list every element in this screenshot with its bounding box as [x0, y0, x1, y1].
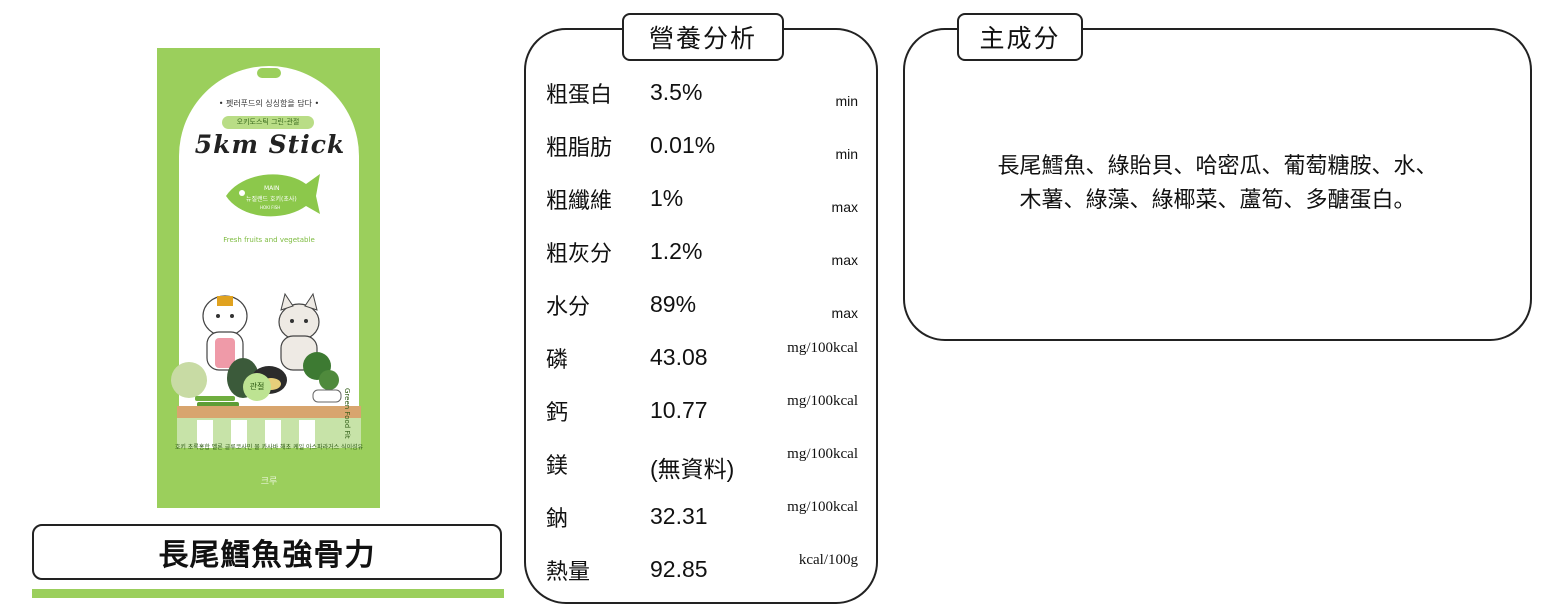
nutrition-value: 10.77	[650, 397, 708, 423]
nutrition-unit: mg/100kcal	[787, 499, 858, 515]
nutrition-value: 3.5%	[650, 79, 703, 105]
nutrition-label: 鈉	[546, 507, 569, 532]
nutrition-unit: mg/100kcal	[787, 446, 858, 462]
nutrition-row: 磷 43.08 mg/100kcal	[546, 340, 858, 382]
nutrition-title: 營養分析	[622, 13, 784, 61]
ingredients-line: 長尾鱈魚、綠貽貝、哈密瓜、葡萄糖胺、水、	[997, 154, 1438, 179]
package-subtag: 오키도스틱 그린-관절	[222, 116, 314, 129]
fish-sub-text: HOKI FISH	[260, 205, 280, 210]
nutrition-label: 粗脂肪	[546, 136, 613, 161]
package-brand: 5km Stick	[194, 130, 346, 159]
package-hang-hole	[257, 68, 281, 78]
nutrition-label: 熱量	[546, 560, 591, 585]
nutrition-value: (無資料)	[650, 456, 735, 482]
nutrition-value: 89%	[650, 291, 697, 317]
nutrition-label: 粗灰分	[546, 242, 613, 267]
package-flavor-badge: 관절	[243, 373, 271, 401]
nutrition-row: 鈉 32.31 mg/100kcal	[546, 499, 858, 541]
fish-icon: MAIN 뉴질랜드 호키(초사) HOKI FISH	[226, 174, 320, 217]
package-bottom-text: 호키 초록홍합 멜론 글루코사민 물 카사바 해초 케일 아스파라거스 식이섬유	[174, 444, 364, 451]
nutrition-unit: max	[831, 305, 858, 321]
nutrition-row: 粗脂肪 0.01% min	[546, 130, 858, 170]
nutrition-label: 磷	[546, 348, 569, 373]
fish-name-text: 뉴질랜드 호키(초사)	[246, 195, 297, 203]
nutrition-unit: min	[835, 146, 858, 162]
nutrition-value: 1%	[650, 185, 684, 211]
nutrition-row: 粗纖維 1% max	[546, 183, 858, 223]
package-maker-logo: 크루	[260, 477, 278, 487]
nutrition-unit: kcal/100g	[798, 552, 858, 568]
product-name-box: 長尾鱈魚強骨力	[32, 524, 502, 580]
nutrition-label: 鎂	[546, 454, 569, 479]
nutrition-row: 鎂 (無資料) mg/100kcal	[546, 446, 858, 488]
nutrition-label: 鈣	[546, 401, 569, 426]
nutrition-value: 32.31	[650, 503, 708, 529]
nutrition-row: 熱量 92.85 kcal/100g	[546, 552, 858, 594]
nutrition-label: 粗蛋白	[546, 83, 613, 108]
food-scene-illustration	[171, 292, 361, 448]
ingredients-title: 主成分	[957, 13, 1083, 61]
nutrition-row: 粗蛋白 3.5% min	[546, 77, 858, 117]
fish-main-label: MAIN	[264, 185, 280, 192]
nutrition-row: 鈣 10.77 mg/100kcal	[546, 393, 858, 435]
ingredients-line: 木薯、綠藻、綠椰菜、蘆筍、多醣蛋白。	[1019, 188, 1416, 213]
nutrition-value: 1.2%	[650, 238, 703, 264]
nutrition-row: 水分 89% max	[546, 289, 858, 329]
nutrition-unit: max	[831, 199, 858, 215]
product-name-underline	[32, 589, 504, 598]
package-fresh-text: Fresh fruits and vegetable	[223, 236, 315, 244]
nutrition-label: 粗纖維	[546, 189, 613, 214]
nutrition-unit: mg/100kcal	[787, 340, 858, 356]
nutrition-unit: mg/100kcal	[787, 393, 858, 409]
package-vertical-text: Green Food Fit	[343, 388, 351, 439]
ingredients-panel	[903, 28, 1532, 341]
nutrition-value: 0.01%	[650, 132, 716, 158]
product-package-image: • 펫러푸드의 싱싱함을 담다 • 오키도스틱 그린-관절 5km Stick …	[157, 48, 380, 508]
nutrition-value: 43.08	[650, 344, 708, 370]
ingredients-text: 長尾鱈魚、綠貽貝、哈密瓜、葡萄糖胺、水、 木薯、綠藻、綠椰菜、蘆筍、多醣蛋白。	[930, 150, 1505, 218]
nutrition-label: 水分	[546, 295, 591, 320]
package-tagline: • 펫러푸드의 싱싱함을 담다 •	[218, 99, 320, 108]
nutrition-unit: max	[831, 252, 858, 268]
nutrition-unit: min	[835, 93, 858, 109]
product-name: 長尾鱈魚強骨力	[158, 538, 376, 573]
nutrition-value: 92.85	[650, 556, 708, 582]
nutrition-row: 粗灰分 1.2% max	[546, 236, 858, 276]
